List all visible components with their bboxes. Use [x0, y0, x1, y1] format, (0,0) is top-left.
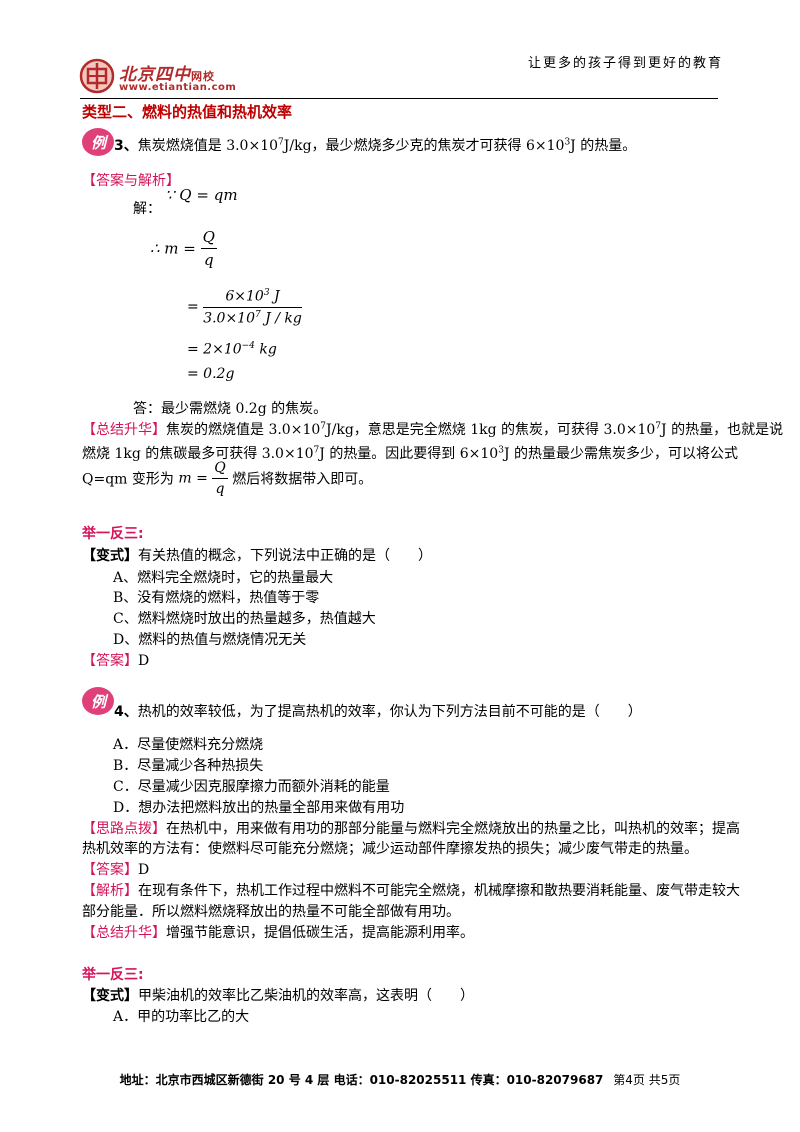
example-badge-icon: 例 [82, 687, 114, 715]
ex4-analysis-line2: 部分能量．所以燃料燃烧释放出的热量不可能全部做有用功。 [82, 904, 460, 920]
variant1-option-d: D、燃料的热值与燃烧情况无关 [113, 632, 307, 648]
ex3-question: 3、焦炭燃烧值是 3.0×107J/kg，最少燃烧多少克的焦炭才可获得 6×10… [114, 137, 637, 154]
page-footer: 地址：北京市西城区新德街 20 号 4 层 电话：010-82025511 传真… [0, 1071, 800, 1088]
ex3-step2: = 2×10−4 kg [187, 341, 277, 358]
variant1-question: 【变式】有关热值的概念，下列说法中正确的是（ ） [82, 548, 432, 564]
header-rule [80, 98, 718, 99]
variant2-question: 【变式】甲柴油机的效率比乙柴油机的效率高，这表明（ ） [82, 988, 474, 1004]
ex4-option-b: B．尽量减少各种热损失 [113, 758, 264, 774]
ex3-jie: 解： [133, 201, 161, 217]
ex3-step3: = 0.2g [187, 366, 235, 382]
ex4-answer: 【答案】D [82, 862, 150, 878]
ex3-summary-line1: 【总结升华】焦炭的燃烧值是 3.0×107J/kg，意思是完全燃烧 1kg 的焦… [82, 421, 784, 438]
ex4-hint-line1: 【思路点拨】在热机中，用来做有用功的那部分能量与燃料完全燃烧放出的热量之比，叫热… [82, 821, 740, 837]
logo-url: www.etiantian.com [119, 82, 237, 93]
ex4-summary: 【总结升华】增强节能意识，提倡低碳生活，提高能源利用率。 [82, 925, 474, 941]
logo-text: 北京四中 [119, 65, 191, 85]
ex3-answer-tag: 【答案与解析】 [82, 173, 180, 189]
section-title: 类型二、燃料的热值和热机效率 [82, 103, 293, 121]
globe-logo-icon [79, 58, 115, 94]
variant1-option-b: B、没有燃烧的燃料，热值等于零 [113, 590, 320, 606]
ex3-answer-line: 答：最少需燃烧 0.2g 的焦炭。 [133, 401, 328, 417]
example-badge-icon: 例 [82, 128, 114, 156]
variant2-option-a: A．甲的功率比乙的大 [113, 1009, 250, 1025]
variant2-heading: 举一反三: [82, 967, 144, 983]
variant1-option-c: C、燃料燃烧时放出的热量越多，热值越大 [113, 611, 376, 627]
svg-text:例: 例 [91, 134, 109, 152]
svg-text:例: 例 [91, 693, 109, 711]
ex4-hint-line2: 热机效率的方法有：使燃料尽可能充分燃烧；减少运动部件摩擦发热的损失；减少废气带走… [82, 841, 698, 857]
ex4-option-a: A．尽量使燃料充分燃烧 [113, 737, 264, 753]
logo-sub: 网校 [191, 70, 215, 83]
ex3-step1: = 6×103 J 3.0×107 J / kg [187, 288, 302, 327]
ex4-analysis-line1: 【解析】在现有条件下，热机工作过程中燃料不可能完全燃烧，机械摩擦和散热要消耗能量… [82, 883, 740, 899]
ex4-option-d: D．想办法把燃料放出的热量全部用来做有用功 [113, 800, 405, 816]
ex3-because: ∵ Q = qm [165, 186, 238, 204]
ex4-question: 4、热机的效率较低，为了提高热机的效率，你认为下列方法目前不可能的是（ ） [114, 704, 642, 720]
variant1-heading: 举一反三: [82, 526, 144, 542]
variant1-option-a: A、燃料完全燃烧时，它的热量最大 [113, 570, 334, 586]
header-slogan: 让更多的孩子得到更好的教育 [528, 56, 724, 71]
variant1-answer: 【答案】D [82, 653, 150, 669]
footer-address: 地址：北京市西城区新德街 20 号 4 层 电话：010-82025511 传真… [119, 1073, 604, 1087]
footer-page: 第4页 共5页 [613, 1073, 681, 1087]
ex3-summary-line2: 燃烧 1kg 的焦碳最多可获得 3.0×107J 的热量。因此要得到 6×103… [82, 445, 739, 462]
site-logo: 北京四中网校 www.etiantian.com [79, 58, 279, 98]
ex4-option-c: C．尽量减少因克服摩擦力而额外消耗的能量 [113, 779, 390, 795]
